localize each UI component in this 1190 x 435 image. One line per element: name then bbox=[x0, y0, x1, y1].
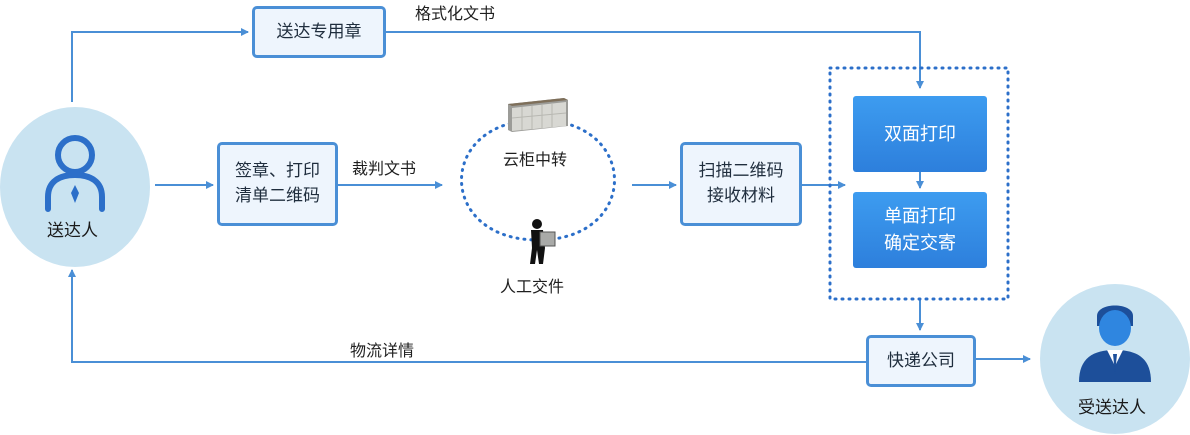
sign-print-box: 签章、打印 清单二维码 bbox=[217, 142, 338, 226]
arrow-sender-to-seal bbox=[71, 28, 249, 102]
sender-label: 送达人 bbox=[47, 221, 98, 241]
simplex-line1: 单面打印 bbox=[884, 206, 956, 227]
person-carrying-box-icon bbox=[530, 219, 556, 264]
receiver-label: 受送达人 bbox=[1078, 398, 1146, 418]
manual-label: 人工交件 bbox=[500, 277, 565, 296]
businessman-icon bbox=[1079, 305, 1151, 382]
simplex-print-box: 单面打印 确定交寄 bbox=[853, 192, 987, 268]
arrow-seal-to-print-area bbox=[386, 31, 924, 89]
courier-box: 快递公司 bbox=[866, 335, 976, 387]
scan-box: 扫描二维码 接收材料 bbox=[680, 142, 802, 226]
smart-cabinet-icon bbox=[508, 98, 568, 132]
courier-text: 快递公司 bbox=[887, 350, 955, 371]
seal-box: 送达专用章 bbox=[252, 6, 386, 58]
arrow-courier-to-sender bbox=[68, 269, 866, 363]
scan-line1: 扫描二维码 bbox=[698, 161, 784, 181]
duplex-print-text: 双面打印 bbox=[884, 123, 956, 145]
sign-print-line1: 签章、打印 bbox=[235, 161, 320, 181]
user-outline-icon bbox=[45, 135, 105, 212]
judgment-doc-label: 裁判文书 bbox=[352, 159, 417, 178]
seal-box-text: 送达专用章 bbox=[276, 21, 362, 42]
scan-line2: 接收材料 bbox=[707, 186, 775, 206]
cabinet-label: 云柜中转 bbox=[503, 150, 568, 169]
formatted-doc-label: 格式化文书 bbox=[415, 4, 496, 23]
duplex-print-box: 双面打印 bbox=[853, 96, 987, 172]
sign-print-line2: 清单二维码 bbox=[235, 186, 320, 206]
simplex-line2: 确定交寄 bbox=[884, 233, 956, 254]
logistics-label: 物流详情 bbox=[350, 341, 415, 360]
print-area-frame bbox=[828, 66, 1010, 301]
